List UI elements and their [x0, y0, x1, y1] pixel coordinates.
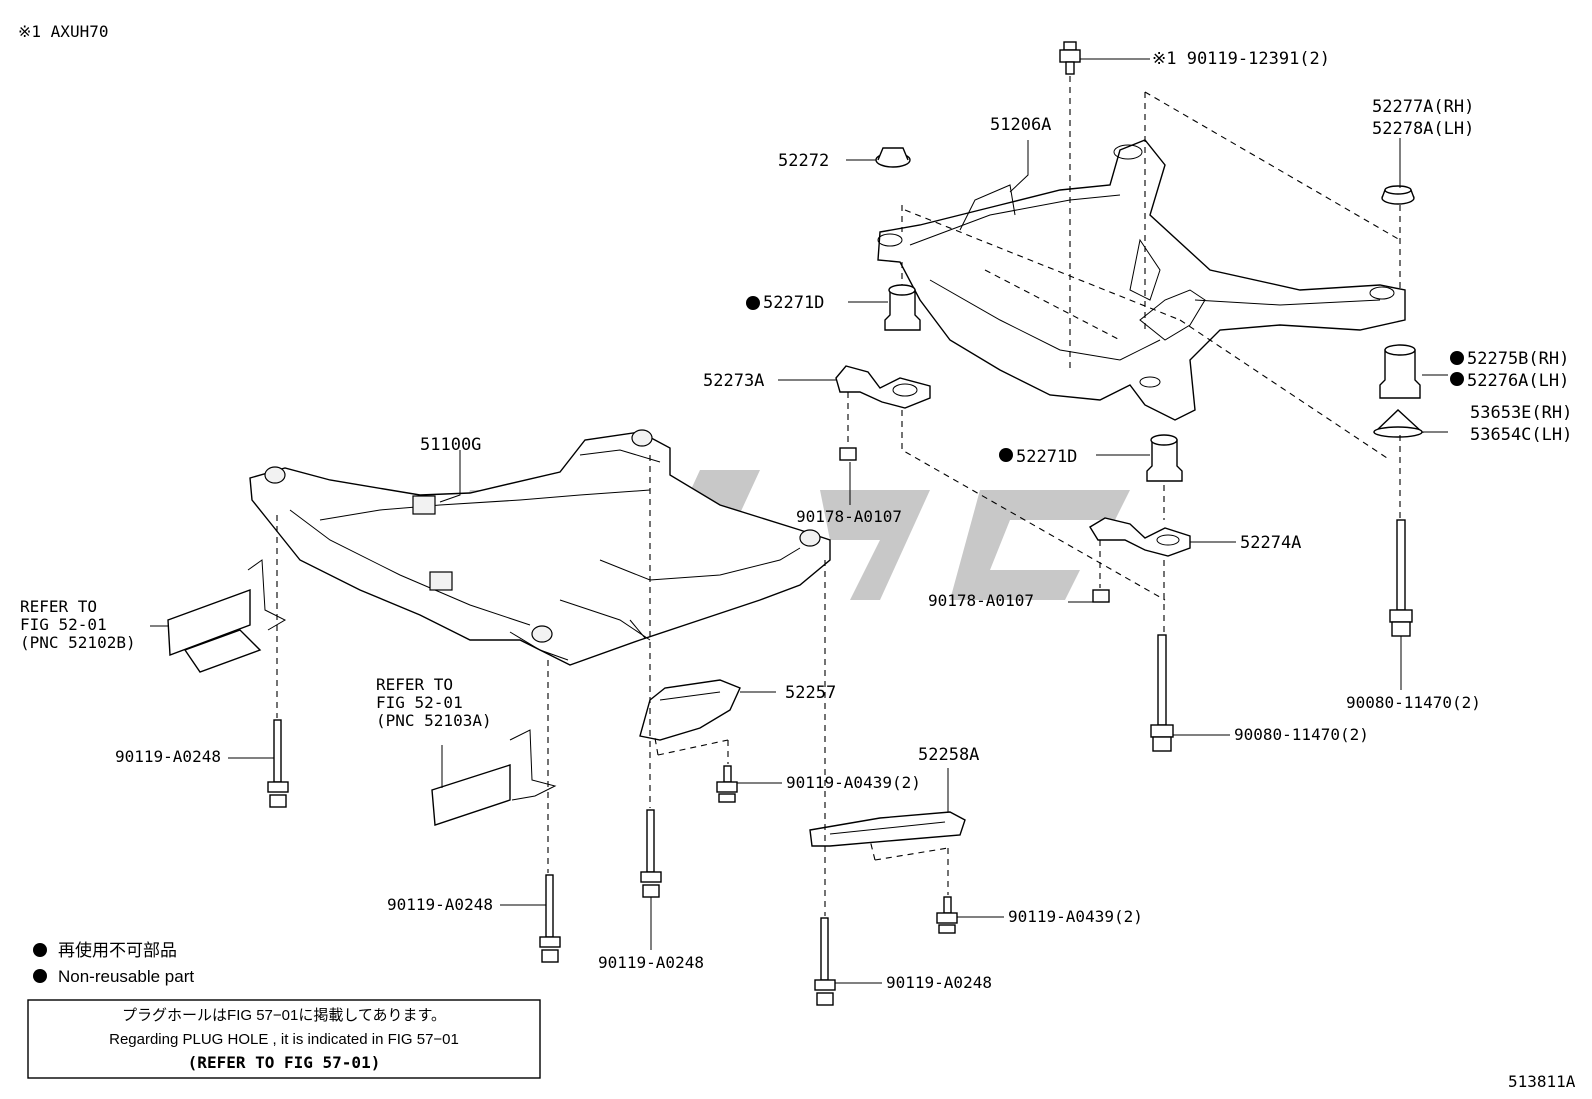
svg-text:FIG 52-01: FIG 52-01	[20, 615, 107, 634]
nut-90178-b	[1092, 589, 1110, 603]
assembly-dashed-lines	[276, 76, 1401, 916]
legend-jp: 再使用不可部品	[58, 940, 177, 960]
svg-text:プラグホールはFIG 57−01に掲載してあります。: プラグホールはFIG 57−01に掲載してあります。	[122, 1007, 446, 1024]
bolt-90119-A0439-b	[936, 896, 958, 934]
label-90119-A0439-a: 90119-A0439(2)	[786, 773, 921, 792]
label-52274A: 52274A	[1240, 533, 1301, 553]
label-52258A: 52258A	[918, 745, 979, 765]
svg-text:(PNC 52103A): (PNC 52103A)	[376, 711, 492, 730]
non-reusable-markers	[33, 296, 1464, 983]
label-52271D-a: 52271D	[763, 293, 824, 313]
svg-text:(REFER TO FIG 57-01): (REFER TO FIG 57-01)	[188, 1053, 381, 1072]
washer-53653E	[1373, 409, 1424, 438]
bushing-52275B	[1379, 344, 1421, 399]
leader-lines	[150, 58, 1448, 984]
label-90178-a: 90178-A0107	[796, 507, 902, 526]
label-52271D-b: 52271D	[1016, 447, 1077, 467]
svg-text:REFER TO: REFER TO	[20, 597, 97, 616]
refer-note-52103A: REFER TO FIG 52-01 (PNC 52103A)	[376, 675, 492, 730]
label-52277A: 52277A(RH)	[1372, 97, 1474, 117]
stopper-52272	[875, 147, 911, 168]
bushing-52271D-b	[1146, 434, 1183, 482]
bolt-90080-a	[1389, 519, 1413, 637]
bracket-52257	[639, 679, 741, 741]
model-note: ※1 AXUH70	[18, 22, 108, 41]
bushing-52271D-a	[884, 284, 921, 331]
svg-text:REFER TO: REFER TO	[376, 675, 453, 694]
label-90119-A0439-b: 90119-A0439(2)	[1008, 907, 1143, 926]
label-51206A: 51206A	[990, 115, 1051, 135]
label-53653E: 53653E(RH)	[1470, 403, 1572, 423]
cushion-52277A	[1381, 185, 1415, 205]
bolt-90080-b	[1150, 634, 1174, 752]
label-52275B: 52275B(RH)	[1467, 349, 1569, 369]
label-52276A: 52276A(LH)	[1467, 371, 1569, 391]
label-90178-b: 90178-A0107	[928, 591, 1034, 610]
label-52257: 52257	[785, 683, 836, 703]
label-52278A: 52278A(LH)	[1372, 119, 1474, 139]
label-90080-a: 90080-11470(2)	[1346, 693, 1481, 712]
label-90119-A0248-a: 90119-A0248	[115, 747, 221, 766]
label-90080-b: 90080-11470(2)	[1234, 725, 1369, 744]
svg-text:FIG 52-01: FIG 52-01	[376, 693, 463, 712]
bracket-52274A	[1089, 517, 1191, 557]
label-52273A: 52273A	[703, 371, 764, 391]
label-90119-A0248-b: 90119-A0248	[387, 895, 493, 914]
bracket-52258A	[809, 811, 966, 847]
bolt-90119-A0248-b	[539, 874, 561, 963]
label-52272: 52272	[778, 151, 829, 171]
bolt-90119-A0248-d	[814, 917, 836, 1006]
legend-en: Non-reusable part	[58, 967, 194, 986]
label-51100G: 51100G	[420, 435, 481, 455]
bolt-90119-A0248-c	[640, 809, 662, 898]
bolt-90119-12391	[1059, 41, 1081, 75]
bracket-52103A	[431, 729, 557, 826]
label-90119-12391: ※1 90119-12391(2)	[1152, 49, 1330, 69]
front-suspension-member-51100G	[249, 429, 831, 666]
svg-text:Regarding PLUG HOLE , it is in: Regarding PLUG HOLE , it is indicated in…	[109, 1031, 459, 1048]
label-53654C: 53654C(LH)	[1470, 425, 1572, 445]
bracket-52273A	[835, 365, 931, 409]
figure-id: 513811A	[1508, 1072, 1576, 1091]
bracket-52102B	[167, 559, 287, 673]
refer-note-52102B: REFER TO FIG 52-01 (PNC 52102B)	[20, 597, 136, 652]
bolt-90119-A0439-a	[716, 765, 738, 803]
label-90119-A0248-c: 90119-A0248	[598, 953, 704, 972]
label-90119-A0248-d: 90119-A0248	[886, 973, 992, 992]
rear-subframe-51206A	[877, 139, 1406, 421]
svg-text:(PNC 52102B): (PNC 52102B)	[20, 633, 136, 652]
bolt-90119-A0248-a	[267, 719, 289, 808]
plug-hole-note: プラグホールはFIG 57−01に掲載してあります。 Regarding PLU…	[27, 999, 541, 1079]
nut-90178-a	[839, 447, 857, 461]
